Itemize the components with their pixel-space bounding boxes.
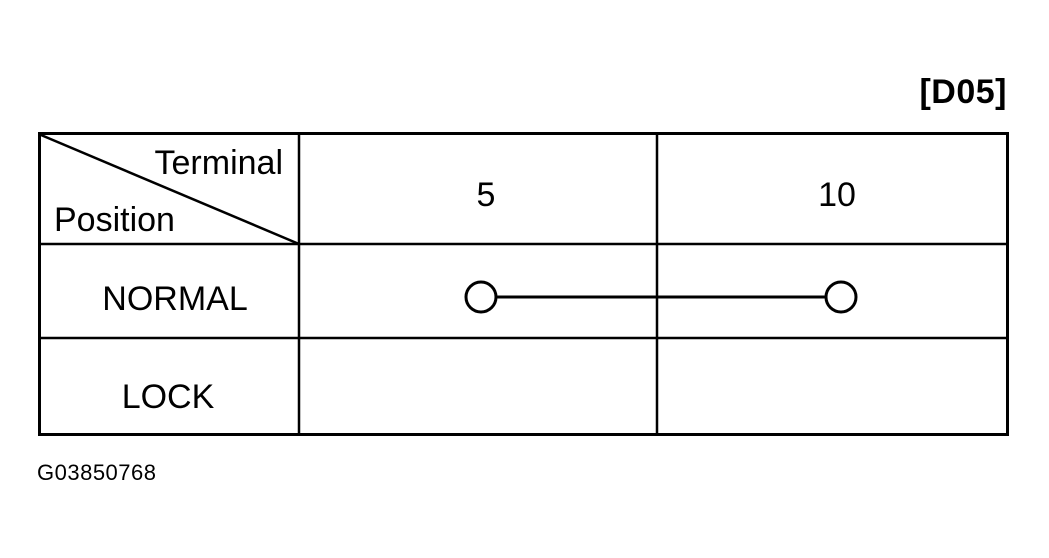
table-border bbox=[38, 132, 1009, 436]
header-diagonal bbox=[40, 133, 300, 246]
terminal-header-5: 5 bbox=[477, 176, 496, 214]
figure-code: G03850768 bbox=[37, 460, 157, 485]
continuity-terminal-5 bbox=[464, 280, 498, 314]
connector-label: [D05] bbox=[919, 73, 1007, 111]
header-position: Position bbox=[54, 201, 175, 239]
continuity-terminal-10 bbox=[824, 280, 858, 314]
header-terminal: Terminal bbox=[155, 144, 283, 182]
position-lock: LOCK bbox=[122, 378, 215, 416]
terminal-header-10: 10 bbox=[818, 176, 856, 214]
position-normal: NORMAL bbox=[102, 280, 247, 318]
